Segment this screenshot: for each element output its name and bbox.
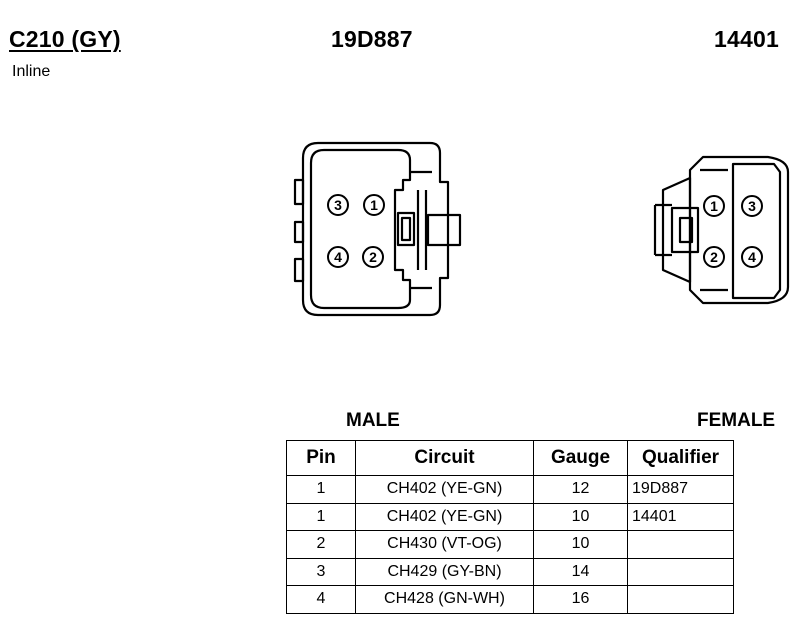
- circuit-cell: CH402 (YE-GN): [355, 502, 534, 531]
- column-header-pin: Pin: [286, 440, 356, 476]
- female-pin-3: 3: [741, 195, 763, 217]
- harness-number: 14401: [714, 26, 779, 52]
- circuit-cell: CH430 (VT-OG): [355, 530, 534, 559]
- female-pin-2: 2: [703, 246, 725, 268]
- male-pin-1: 1: [363, 194, 385, 216]
- male-connector-drawing: [293, 141, 462, 317]
- qualifier-cell: [627, 557, 734, 586]
- gauge-cell: 10: [533, 530, 628, 559]
- svg-text:2: 2: [369, 249, 377, 265]
- circuit-cell: CH429 (GY-BN): [355, 557, 534, 586]
- table-row: 1 CH402 (YE-GN) 10 14401: [286, 502, 734, 531]
- svg-text:3: 3: [748, 198, 756, 214]
- part-number: 19D887: [331, 26, 413, 52]
- male-pin-4: 4: [327, 246, 349, 268]
- column-header-gauge: Gauge: [533, 440, 628, 476]
- svg-text:1: 1: [370, 197, 378, 213]
- svg-text:1: 1: [710, 198, 718, 214]
- pin-cell: 1: [286, 475, 356, 504]
- circuit-cell: CH428 (GN-WH): [355, 585, 534, 614]
- pin-cell: 4: [286, 585, 356, 614]
- gauge-cell: 12: [533, 475, 628, 504]
- female-connector-drawing: [653, 155, 790, 305]
- table-row: 3 CH429 (GY-BN) 14: [286, 557, 734, 586]
- pin-cell: 3: [286, 557, 356, 586]
- column-header-circuit: Circuit: [355, 440, 534, 476]
- svg-text:4: 4: [748, 249, 756, 265]
- gauge-cell: 14: [533, 557, 628, 586]
- table-header-row: Pin Circuit Gauge Qualifier: [286, 440, 734, 476]
- svg-text:2: 2: [710, 249, 718, 265]
- connector-id: C210 (GY): [9, 26, 121, 52]
- pin-cell: 2: [286, 530, 356, 559]
- connector-location: Inline: [12, 63, 51, 80]
- qualifier-cell: [627, 530, 734, 559]
- male-pin-2: 2: [362, 246, 384, 268]
- female-pin-4: 4: [741, 246, 763, 268]
- svg-text:3: 3: [334, 197, 342, 213]
- connector-diagram: 3 1 4 2 1 3 2 4: [293, 141, 790, 317]
- table-row: 2 CH430 (VT-OG) 10: [286, 530, 734, 559]
- male-view-label: MALE: [346, 410, 400, 431]
- qualifier-cell: [627, 585, 734, 614]
- table-row: 1 CH402 (YE-GN) 12 19D887: [286, 475, 734, 504]
- qualifier-cell: 14401: [627, 502, 734, 531]
- svg-text:4: 4: [334, 249, 342, 265]
- qualifier-cell: 19D887: [627, 475, 734, 504]
- male-pin-3: 3: [327, 194, 349, 216]
- pin-cell: 1: [286, 502, 356, 531]
- table-row: 4 CH428 (GN-WH) 16: [286, 585, 734, 614]
- circuit-cell: CH402 (YE-GN): [355, 475, 534, 504]
- female-pin-1: 1: [703, 195, 725, 217]
- pin-table: Pin Circuit Gauge Qualifier 1 CH402 (YE-…: [286, 440, 734, 614]
- female-view-label: FEMALE: [697, 410, 776, 431]
- gauge-cell: 16: [533, 585, 628, 614]
- column-header-qualifier: Qualifier: [627, 440, 734, 476]
- gauge-cell: 10: [533, 502, 628, 531]
